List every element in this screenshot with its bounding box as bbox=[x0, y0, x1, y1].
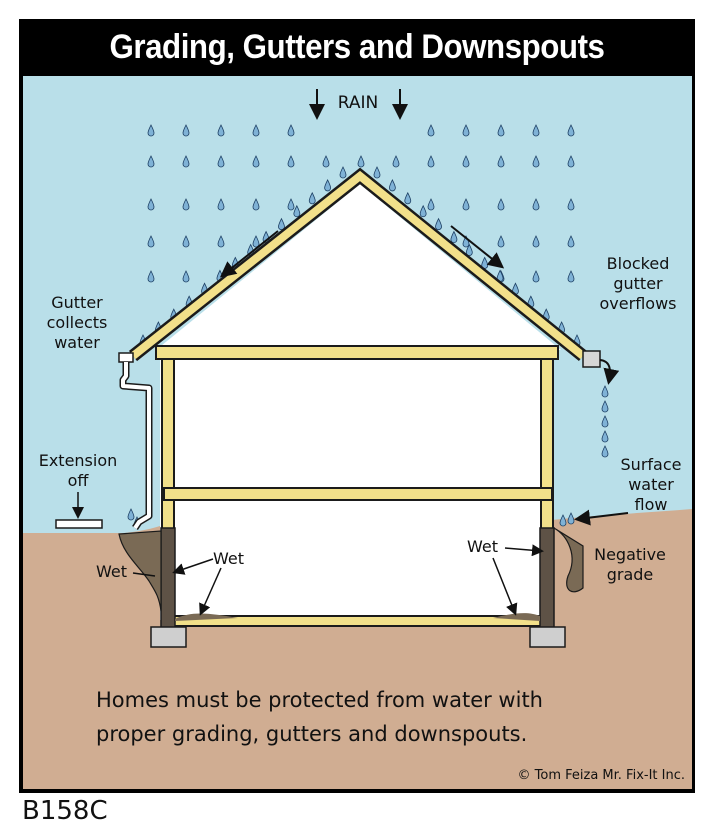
downspout-extension bbox=[55, 519, 103, 529]
roof-edge-fill bbox=[130, 170, 586, 360]
diagram-title: Grading, Gutters and Downspouts bbox=[109, 28, 605, 66]
label-wet-left-outer: Wet bbox=[96, 562, 127, 581]
footing-right bbox=[529, 626, 566, 648]
foundation-wall-right bbox=[539, 527, 555, 629]
svg-text:collects: collects bbox=[47, 313, 108, 332]
label-wet-left-inner: Wet bbox=[213, 549, 244, 568]
wet-left-inner-pointer-2 bbox=[199, 567, 222, 616]
wet-floor-left bbox=[175, 613, 238, 621]
wet-left-inner-pointer-1 bbox=[172, 558, 214, 575]
svg-text:Gutter: Gutter bbox=[51, 293, 103, 312]
roof-arrow-left bbox=[219, 230, 279, 278]
foundation-wall-left bbox=[160, 527, 176, 629]
copyright: © Tom Feiza Mr. Fix-It Inc. bbox=[518, 768, 686, 783]
wet-floor-right bbox=[493, 613, 540, 621]
wet-right-inner-pointer-2 bbox=[492, 557, 518, 616]
svg-text:overflows: overflows bbox=[600, 294, 677, 313]
gutter-left bbox=[118, 352, 134, 363]
svg-text:flow: flow bbox=[635, 495, 668, 514]
label-blocked: Blocked gutter overflows bbox=[600, 254, 677, 313]
rain-label: RAIN bbox=[338, 93, 378, 113]
svg-text:water: water bbox=[54, 333, 100, 352]
svg-text:Negative: Negative bbox=[594, 545, 666, 564]
label-gutter: Gutter collects water bbox=[47, 293, 108, 352]
label-extension: Extension off bbox=[39, 451, 118, 490]
downspout-left-inner bbox=[121, 362, 151, 530]
footing-left bbox=[150, 626, 187, 648]
caption-line-2: proper grading, gutters and downspouts. bbox=[96, 722, 527, 746]
attic bbox=[156, 184, 561, 350]
roof-arrow-right bbox=[450, 225, 505, 269]
wet-left-outer-pointer bbox=[132, 572, 156, 577]
svg-text:Extension: Extension bbox=[39, 451, 118, 470]
wet-zone-right bbox=[553, 527, 584, 593]
svg-text:grade: grade bbox=[607, 565, 654, 584]
surface-flow-arrow bbox=[574, 509, 629, 526]
gutter-right-blocked bbox=[582, 350, 601, 368]
svg-text:off: off bbox=[68, 471, 90, 490]
label-negative-grade: Negative grade bbox=[594, 545, 666, 584]
label-wet-right-inner: Wet bbox=[467, 537, 498, 556]
svg-text:gutter: gutter bbox=[613, 274, 663, 293]
svg-text:Surface: Surface bbox=[621, 455, 682, 474]
caption-line-1: Homes must be protected from water with bbox=[96, 688, 543, 712]
wet-zone-left bbox=[118, 530, 162, 612]
wet-right-inner-pointer-1 bbox=[504, 544, 544, 557]
label-surface: Surface water flow bbox=[621, 455, 682, 514]
svg-text:water: water bbox=[628, 475, 674, 494]
house-water-diagram: RAIN Gutter collects water bbox=[23, 76, 692, 789]
figure-code: B158C bbox=[22, 796, 108, 826]
overflow-arrow bbox=[599, 359, 620, 385]
svg-text:Blocked: Blocked bbox=[607, 254, 670, 273]
